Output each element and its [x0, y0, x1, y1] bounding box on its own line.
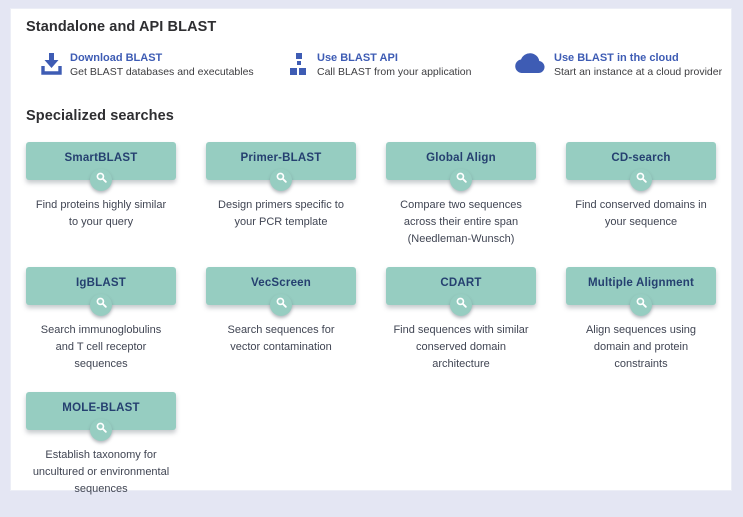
card-smartblast-button[interactable]: SmartBLAST: [26, 142, 176, 191]
card-cdart-button[interactable]: CDART: [386, 267, 536, 316]
download-blast-texts: Download BLAST Get BLAST databases and e…: [70, 51, 254, 79]
magnifier-icon[interactable]: [90, 169, 112, 191]
card-label: Multiple Alignment: [587, 277, 695, 289]
use-blast-cloud-texts: Use BLAST in the cloud Start an instance…: [554, 51, 722, 79]
download-icon[interactable]: [41, 52, 62, 81]
card-description: Design primers specific to your PCR temp…: [218, 199, 344, 228]
use-blast-api-label[interactable]: Use BLAST API: [317, 52, 398, 64]
use-blast-cloud-link[interactable]: Use BLAST in the cloud Start an instance…: [513, 51, 722, 81]
card-description: Find sequences with similar conserved do…: [393, 324, 529, 370]
card-label: SmartBLAST: [64, 152, 138, 164]
magnifier-icon[interactable]: [270, 169, 292, 191]
card-igblast: IgBLAST Search immunoglobulins and T cel…: [26, 267, 176, 392]
card-global-align-button[interactable]: Global Align: [386, 142, 536, 191]
magnifier-icon[interactable]: [90, 294, 112, 316]
card-vecscreen: VecScreen Search sequences for vector co…: [206, 267, 356, 392]
card-label: CD-search: [611, 152, 671, 164]
card-vecscreen-button[interactable]: VecScreen: [206, 267, 356, 316]
magnifier-icon[interactable]: [630, 169, 652, 191]
card-primer-blast: Primer-BLAST Design primers specific to …: [206, 142, 356, 267]
card-label: CDART: [440, 277, 482, 289]
card-cd-search: CD-search Find conserved domains in your…: [566, 142, 716, 267]
magnifier-icon[interactable]: [270, 294, 292, 316]
download-blast-label[interactable]: Download BLAST: [70, 52, 163, 64]
card-mole-blast-button[interactable]: MOLE-BLAST: [26, 392, 176, 441]
card-global-align: Global Align Compare two sequences acros…: [386, 142, 536, 267]
magnifier-icon[interactable]: [450, 169, 472, 191]
use-blast-api-description: Call BLAST from your application: [317, 66, 472, 78]
download-blast-description: Get BLAST databases and executables: [70, 66, 254, 78]
card-cd-search-button[interactable]: CD-search: [566, 142, 716, 191]
use-blast-api-link[interactable]: Use BLAST API Call BLAST from your appli…: [289, 51, 513, 81]
card-multiple-alignment-button[interactable]: Multiple Alignment: [566, 267, 716, 316]
card-description: Align sequences using domain and protein…: [585, 324, 697, 370]
card-mole-blast: MOLE-BLAST Establish taxonomy for uncult…: [26, 392, 176, 517]
magnifier-icon[interactable]: [630, 294, 652, 316]
card-label: IgBLAST: [76, 277, 126, 289]
card-primer-blast-button[interactable]: Primer-BLAST: [206, 142, 356, 191]
magnifier-icon[interactable]: [90, 419, 112, 441]
card-label: Primer-BLAST: [240, 152, 322, 164]
card-description: Search sequences for vector contaminatio…: [227, 324, 335, 353]
specialized-cards-grid: SmartBLAST Find proteins highly similar …: [26, 142, 731, 517]
card-label: Global Align: [426, 152, 496, 164]
card-description: Find proteins highly similar to your que…: [35, 199, 167, 228]
card-description: Find conserved domains in your sequence: [575, 199, 707, 228]
card-multiple-alignment: Multiple Alignment Align sequences using…: [566, 267, 716, 392]
card-description: Search immunoglobulins and T cell recept…: [40, 324, 162, 370]
magnifier-icon[interactable]: [450, 294, 472, 316]
card-description: Compare two sequences across their entir…: [400, 199, 522, 245]
standalone-links-row: Download BLAST Get BLAST databases and e…: [41, 51, 731, 81]
cloud-icon[interactable]: [513, 52, 546, 81]
standalone-section-title: Standalone and API BLAST: [26, 19, 217, 35]
card-igblast-button[interactable]: IgBLAST: [26, 267, 176, 316]
use-blast-cloud-description: Start an instance at a cloud provider: [554, 66, 723, 78]
card-cdart: CDART Find sequences with similar conser…: [386, 267, 536, 392]
api-blocks-icon[interactable]: [289, 52, 309, 81]
content-panel: Standalone and API BLAST Download BLAST …: [10, 8, 732, 495]
download-blast-link[interactable]: Download BLAST Get BLAST databases and e…: [41, 51, 289, 81]
card-description: Establish taxonomy for uncultured or env…: [32, 449, 170, 495]
specialized-section-title: Specialized searches: [26, 108, 174, 124]
card-smartblast: SmartBLAST Find proteins highly similar …: [26, 142, 176, 267]
use-blast-api-texts: Use BLAST API Call BLAST from your appli…: [317, 51, 471, 79]
card-label: MOLE-BLAST: [62, 402, 140, 414]
card-label: VecScreen: [251, 277, 311, 289]
use-blast-cloud-label[interactable]: Use BLAST in the cloud: [554, 52, 679, 64]
